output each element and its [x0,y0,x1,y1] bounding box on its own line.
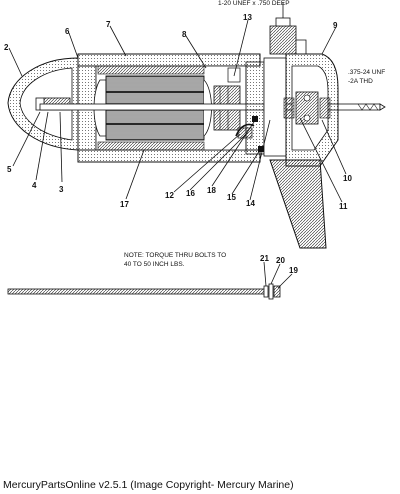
torque-note-line-2: 40 TO 50 INCH LBS. [124,261,185,268]
callout-19: 19 [289,266,298,275]
callout-20: 20 [276,256,285,265]
callout-12: 12 [165,191,174,200]
callout-8: 8 [182,30,187,39]
callout-14: 14 [246,199,255,208]
skeg [269,159,327,249]
torque-note-line-1: NOTE: TORQUE THRU BOLTS TO [124,252,226,259]
callout-6: 6 [65,27,70,36]
copyright-footer: MercuryPartsOnline v2.5.1 (Image Copyrig… [3,479,294,491]
callout-2: 2 [4,43,9,52]
callout-11: 11 [339,202,348,211]
thread-spec-right-1: .375-24 UNF [348,69,385,76]
callout-7: 7 [106,20,111,29]
callout-5: 5 [7,165,12,174]
callout-18: 18 [207,186,216,195]
thru-bolt [7,283,281,300]
callout-3: 3 [59,185,64,194]
callout-15: 15 [227,193,236,202]
thread-spec-right-2: -2A THD [348,78,373,85]
end-bell [227,2,339,167]
callout-21: 21 [260,254,269,263]
callout-4: 4 [32,181,37,190]
shaft [39,103,386,111]
callout-9: 9 [333,21,338,30]
callout-10: 10 [343,174,352,183]
leader-lines [8,19,347,289]
callout-16: 16 [186,189,195,198]
callout-17: 17 [120,200,129,209]
thread-spec-top: 1-20 UNEF x .750 DEEP [218,0,290,7]
callout-13: 13 [243,13,252,22]
